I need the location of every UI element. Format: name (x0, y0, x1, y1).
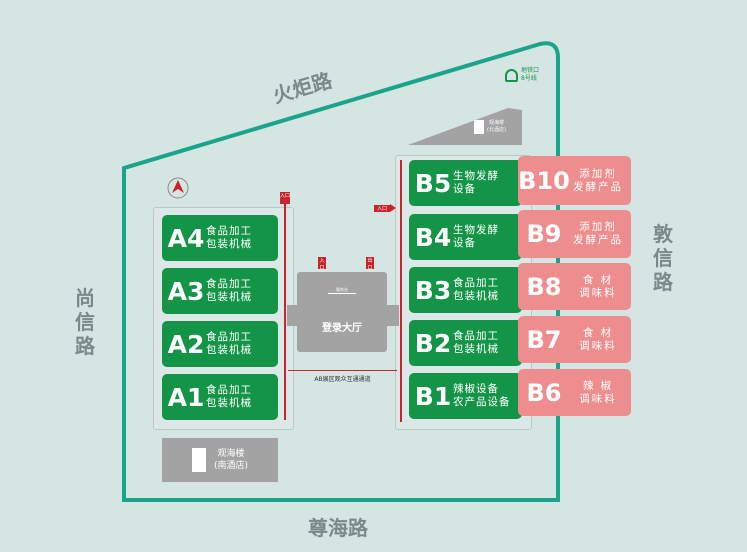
hall-card-b9[interactable]: B9 添加剂发酵产品 (518, 210, 631, 258)
hall-category: 调味料 (579, 392, 617, 405)
hall-category: 食品加工 (206, 225, 252, 237)
hall-category: 包装机械 (453, 290, 499, 302)
hall-category: 包装机械 (206, 397, 252, 409)
hall-code: B10 (518, 166, 570, 195)
hall-category: 设备 (453, 183, 476, 195)
hall-category: 食品加工 (453, 277, 499, 289)
hall-code: B8 (526, 272, 562, 301)
building-icon (191, 448, 206, 472)
hall-category: 包装机械 (206, 238, 252, 250)
hall-card-b6[interactable]: B6 辣 椒调味料 (518, 369, 631, 416)
hall-category: 包装机械 (453, 343, 499, 355)
hall-code: A2 (167, 329, 205, 359)
entrance-arrow-icon (390, 204, 396, 212)
hall-card-b8[interactable]: B8 食 材调味料 (518, 263, 631, 310)
south-building-name: 观海楼 (217, 449, 245, 459)
registration-hall (297, 272, 387, 352)
metro-line: 8号线 (521, 75, 537, 82)
hall-code: B2 (414, 328, 452, 358)
hall-category: 农产品设备 (453, 396, 511, 408)
north-building-sub: (北酒店) (487, 127, 506, 133)
hall-code: B1 (414, 381, 452, 411)
hall-category: 食品加工 (206, 384, 252, 396)
road-west: 尚信路 (75, 286, 95, 358)
a-walkway (284, 198, 286, 420)
hall-card-b7[interactable]: B7 食 材调味料 (518, 316, 631, 363)
hall-exit-tag: 出口 (366, 257, 374, 271)
entrance-a-tag: 入口 (280, 192, 290, 204)
hall-code: B9 (526, 220, 562, 248)
hall-code: B7 (526, 325, 562, 354)
hall-category: 包装机械 (206, 291, 252, 303)
hall-code: B4 (414, 222, 452, 252)
hall-code: A1 (167, 382, 205, 412)
hall-code: B6 (526, 378, 562, 407)
b-walkway (400, 160, 402, 422)
hall-entry-tag: 入口 (318, 257, 326, 271)
hall-category: 食 材 (582, 326, 614, 339)
hall-category: 食品加工 (206, 278, 252, 290)
hall-category: 辣椒设备 (453, 383, 499, 395)
hall-label: 登录大厅 (322, 323, 362, 334)
hall-category: 食 材 (582, 273, 614, 286)
metro-label: 地铁口 (521, 67, 540, 74)
hall-category: 包装机械 (206, 344, 252, 356)
service-desk: 服务台 (328, 287, 356, 294)
road-east: 敦信路 (653, 222, 673, 294)
hall-category: 发酵产品 (573, 234, 623, 246)
north-building-shape (408, 108, 522, 145)
hall-code: B5 (414, 168, 452, 198)
hall-category: 辣 椒 (582, 379, 614, 392)
hall-category: 添加剂 (579, 167, 617, 180)
south-building: 观海楼 (南酒店) (162, 438, 278, 482)
south-building-sub: (南酒店) (213, 461, 249, 471)
metro-icon (505, 68, 518, 82)
hall-category: 生物发酵 (453, 224, 499, 236)
building-icon (474, 120, 484, 134)
hall-category: 食品加工 (453, 330, 499, 342)
hall-category: 调味料 (579, 339, 617, 352)
hall-category: 发酵产品 (573, 180, 623, 193)
entrance-b-tag: 入口 (374, 205, 390, 212)
hall-code: B3 (414, 275, 452, 305)
channel-label: AB展区观众互通通道 (314, 376, 371, 383)
hall-category: 调味料 (579, 286, 617, 299)
hall-code: A3 (167, 276, 205, 306)
road-south: 尊海路 (308, 516, 368, 540)
hall-category: 设备 (453, 237, 476, 249)
north-building: 观海楼(北酒店) (474, 120, 506, 134)
channel-line (288, 370, 397, 371)
hall-category: 食品加工 (206, 331, 252, 343)
hall-code: A4 (167, 223, 205, 253)
hall-category: 添加剂 (579, 221, 617, 233)
compass-icon (167, 177, 189, 199)
north-building-name: 观海楼 (488, 120, 504, 126)
hall-card-b10[interactable]: B10 添加剂发酵产品 (518, 156, 631, 205)
hall-category: 生物发酵 (453, 170, 499, 182)
